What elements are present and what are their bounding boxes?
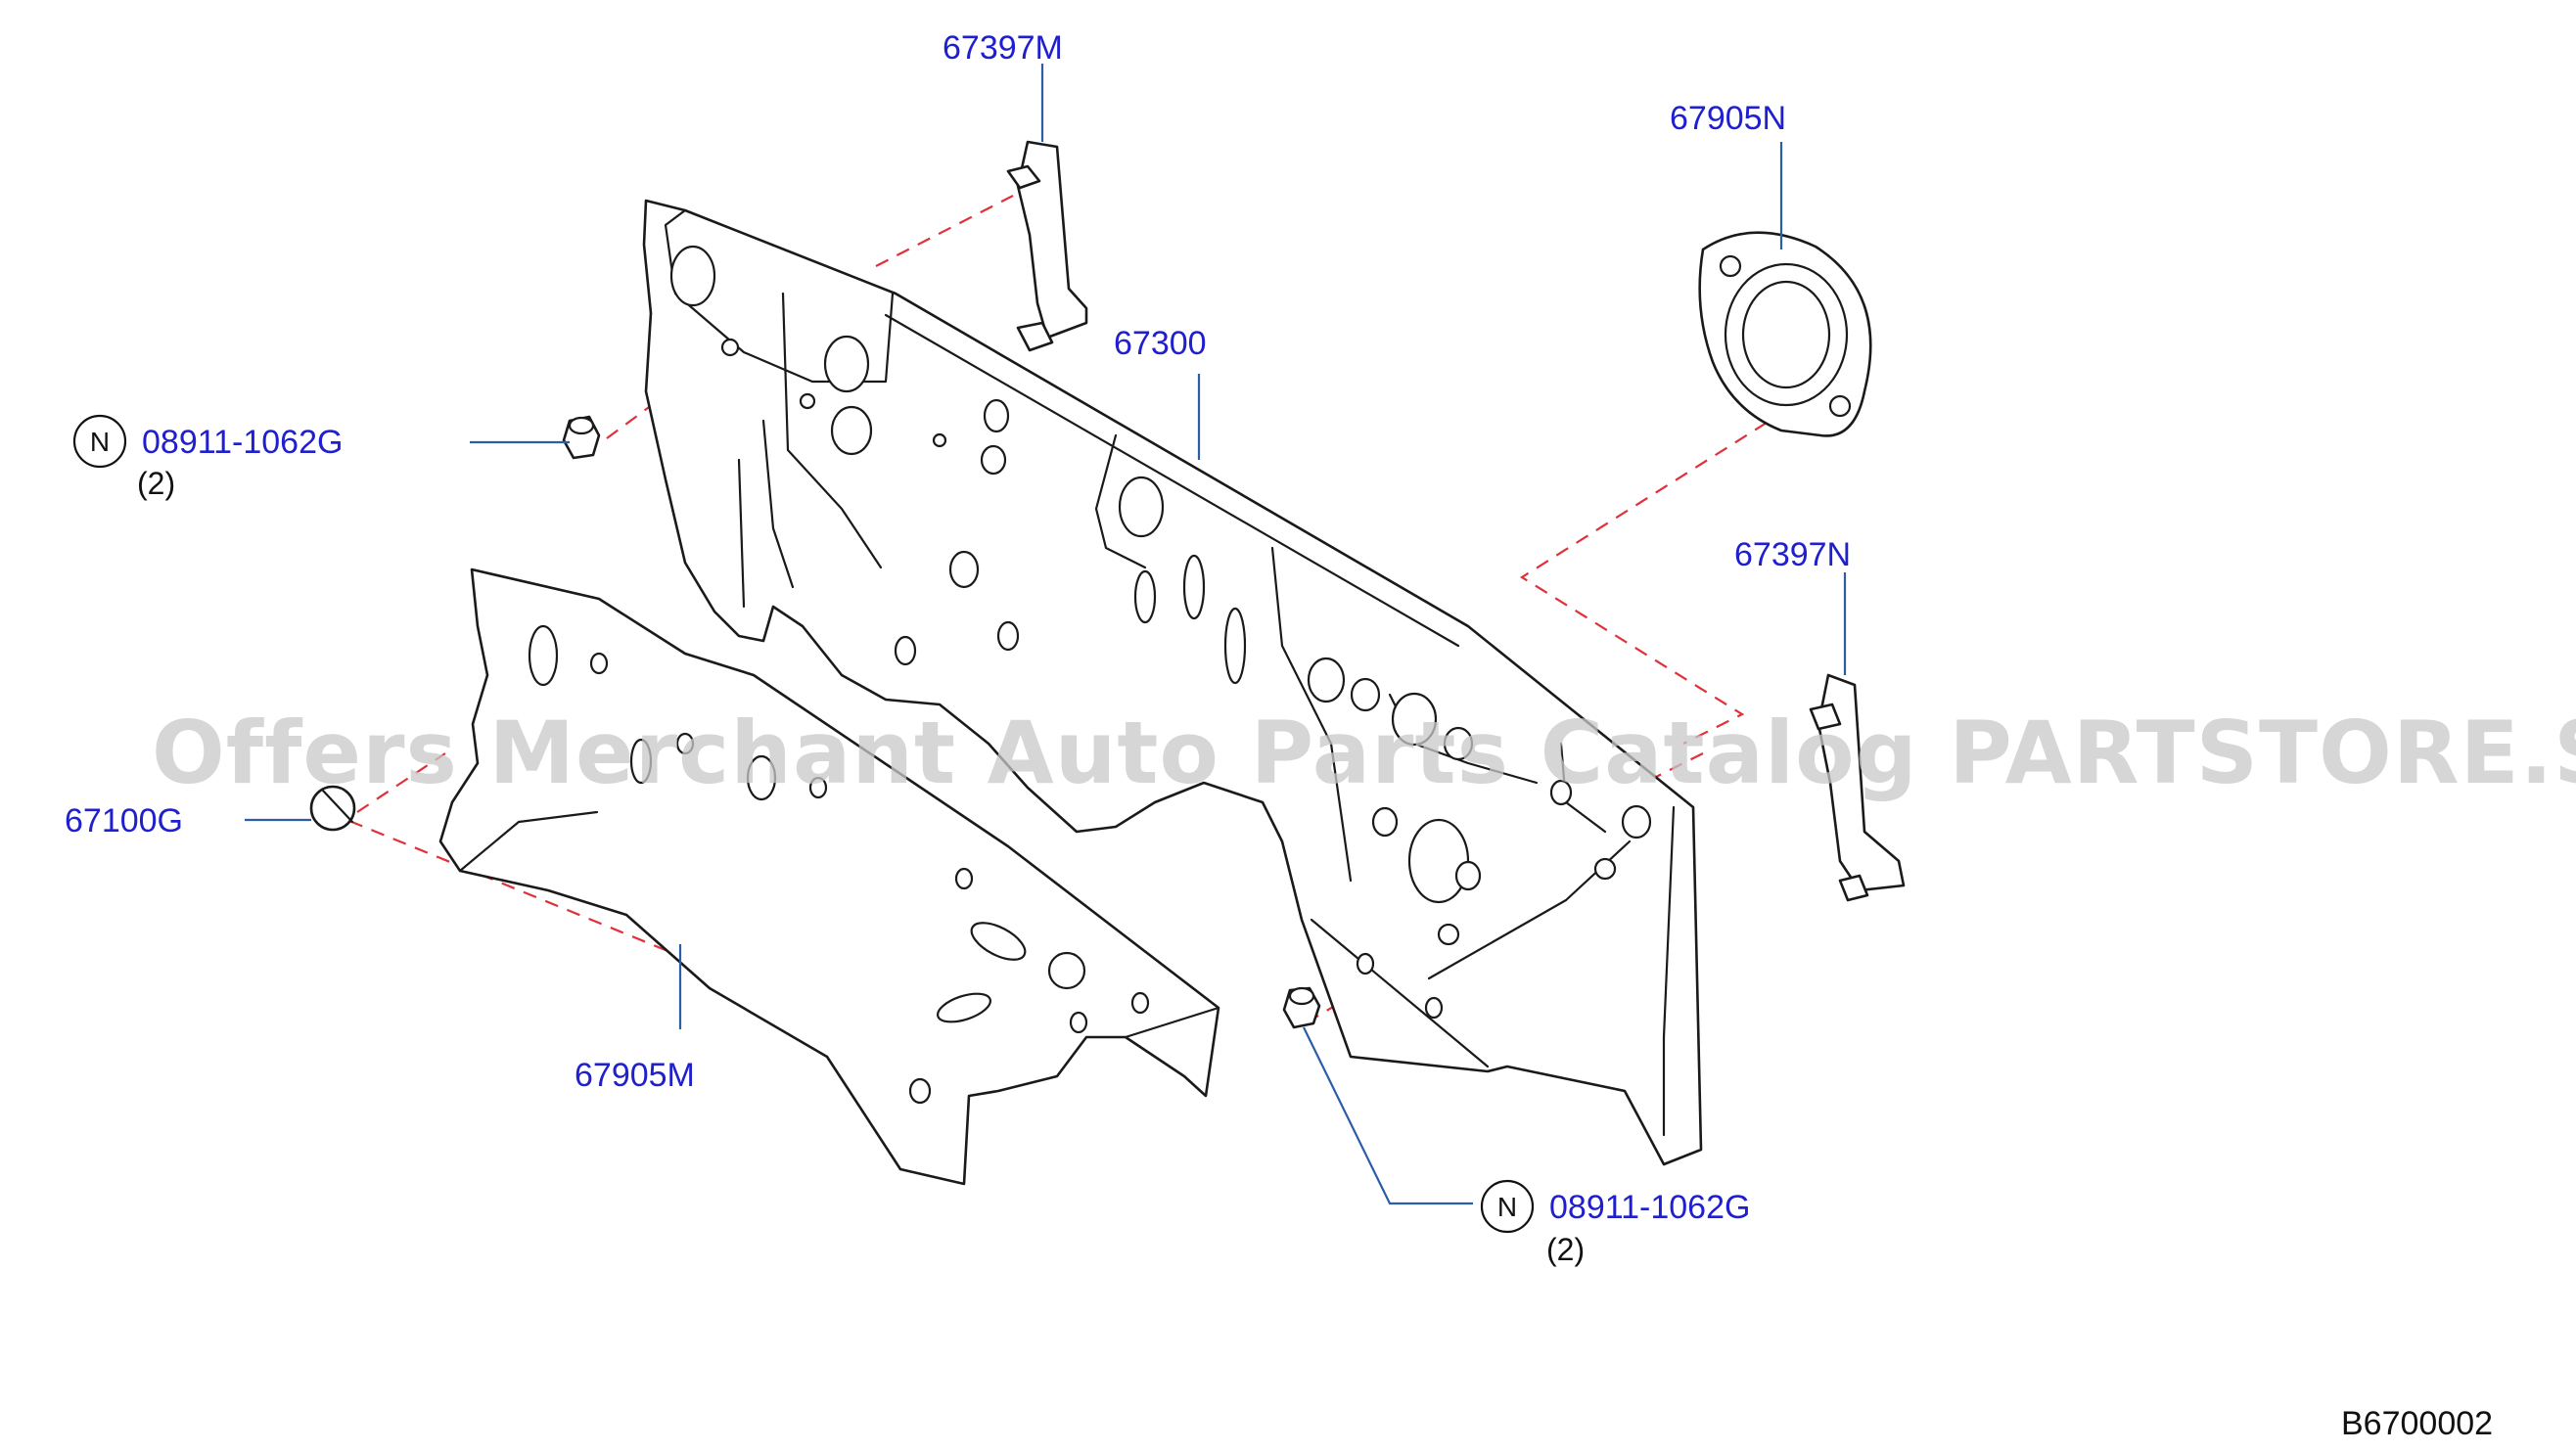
label-clip: 67100G bbox=[65, 802, 183, 839]
n-mark-right: N bbox=[1480, 1179, 1535, 1234]
label-grommet: 67905N bbox=[1670, 100, 1786, 137]
dash-panel-part bbox=[642, 199, 1703, 1166]
label-nut-left: 08911-1062G bbox=[142, 424, 343, 461]
label-nut-left-qty: (2) bbox=[137, 466, 175, 501]
watermark-text: Offers Merchant Auto Parts Catalog PARTS… bbox=[152, 703, 2576, 803]
grommet-part bbox=[1698, 231, 1872, 437]
label-dash-panel: 67300 bbox=[1114, 325, 1207, 362]
n-mark-left: N bbox=[72, 414, 127, 469]
label-bracket-left: 67397M bbox=[943, 29, 1063, 67]
label-bracket-right: 67397N bbox=[1734, 536, 1851, 573]
leader-lines bbox=[245, 64, 1847, 1205]
label-insulator: 67905M bbox=[575, 1057, 695, 1094]
svg-text:N: N bbox=[1497, 1192, 1517, 1222]
nut-right-part bbox=[1282, 986, 1321, 1029]
clip-part bbox=[309, 785, 356, 832]
bracket-right-part bbox=[1809, 673, 1906, 902]
diagram-code: B6700002 bbox=[2341, 1405, 2493, 1442]
label-nut-right-qty: (2) bbox=[1546, 1232, 1585, 1267]
svg-text:N: N bbox=[90, 427, 110, 457]
bracket-left-part bbox=[1006, 140, 1088, 352]
label-nut-right: 08911-1062G bbox=[1549, 1189, 1750, 1226]
insulator-part bbox=[438, 567, 1220, 1186]
nut-left-part bbox=[562, 415, 601, 460]
